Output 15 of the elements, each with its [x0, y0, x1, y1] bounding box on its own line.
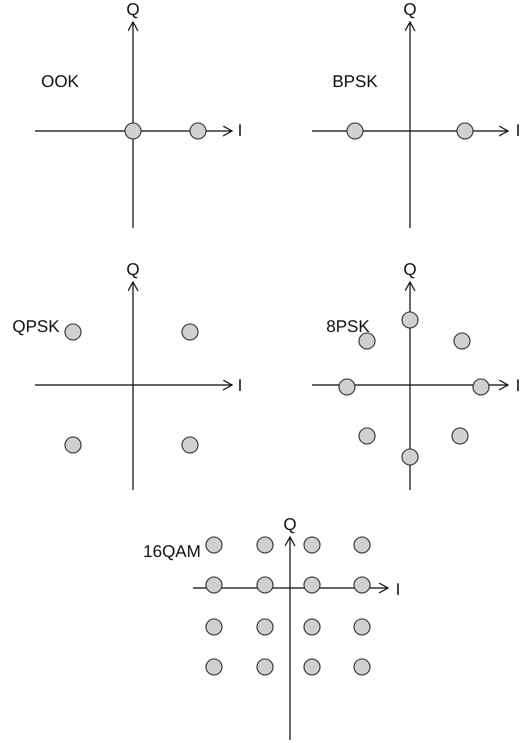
modulation-label: BPSK [332, 72, 378, 92]
modulation-label: 8PSK [326, 317, 370, 337]
axis-label: Q [403, 0, 417, 20]
axis-label: Q [126, 0, 140, 20]
axis-label: Q [403, 260, 417, 280]
axis-label: Q [126, 260, 140, 280]
modulation-label: QPSK [12, 317, 60, 337]
modulation-label: 16QAM [143, 542, 201, 562]
axis-label: I [238, 376, 242, 396]
axis-label: I [516, 121, 520, 141]
axis-label: Q [283, 515, 297, 535]
axis-label: I [516, 376, 520, 396]
axis-label: I [396, 580, 400, 600]
axis-label: I [238, 121, 242, 141]
modulation-label: OOK [41, 72, 79, 92]
